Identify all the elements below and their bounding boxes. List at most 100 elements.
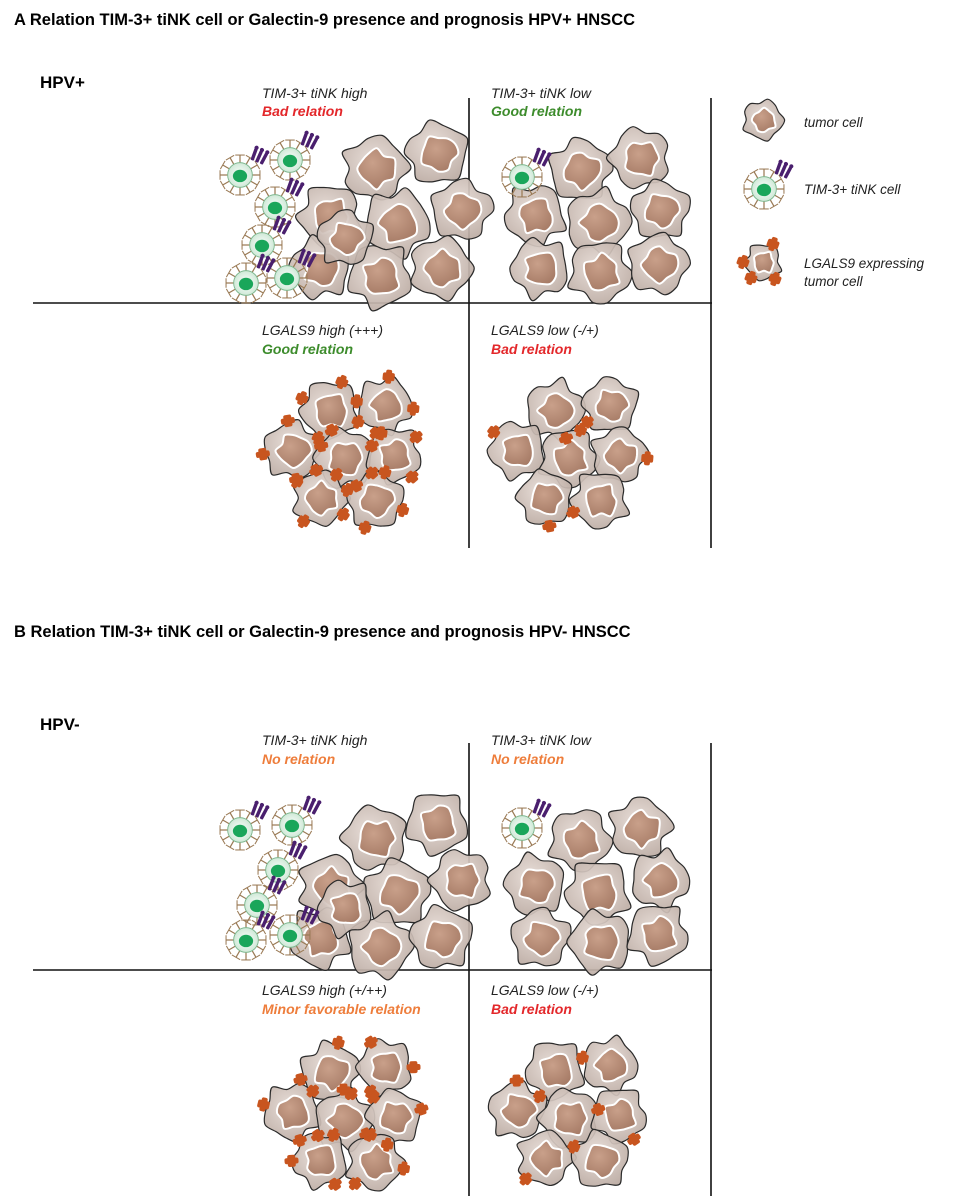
tumor-cell — [354, 1038, 412, 1097]
tumor-cluster-tinK-high — [219, 119, 495, 312]
panel-a-tr-relation: Good relation — [491, 103, 582, 119]
panel-a: A Relation TIM-3+ tiNK cell or Galectin-… — [14, 11, 712, 548]
tumor-cell — [363, 857, 432, 924]
galectin-9-marker — [293, 1073, 308, 1086]
galectin-9-marker — [324, 423, 339, 437]
galectin-9-marker — [378, 465, 392, 480]
tim3-receptor — [300, 905, 320, 925]
tumor-cell — [341, 134, 412, 201]
galectin-9-marker — [533, 1089, 547, 1104]
panel-b-tr-condition: TIM-3+ tiNK low — [491, 732, 592, 748]
panel-b-br-relation: Bad relation — [491, 1001, 572, 1017]
panel-b-tl-condition: TIM-3+ tiNK high — [262, 732, 368, 748]
galectin-9-marker — [766, 236, 780, 252]
tim3-receptor — [302, 795, 322, 815]
panel-b-title: B Relation TIM-3+ tiNK cell or Galectin-… — [14, 623, 631, 641]
galectin-9-marker — [380, 1137, 394, 1152]
tim3-receptor — [288, 840, 308, 860]
galectin-9-marker — [336, 507, 350, 522]
galectin-9-marker — [311, 1129, 325, 1142]
legend-lgals9-cell-icon — [736, 236, 783, 287]
tim3-receptor — [285, 177, 305, 197]
tumor-cell — [514, 468, 573, 525]
tumor-cell — [626, 905, 689, 967]
tumor-cell — [566, 908, 630, 976]
tumor-cell — [364, 187, 431, 260]
tumor-cluster-lgals9-low — [486, 376, 654, 533]
legend-tumor-cell-icon — [742, 98, 786, 142]
panel-a-br-condition: LGALS9 low (-/+) — [491, 322, 599, 338]
panel-a-bl-condition: LGALS9 high (+++) — [262, 322, 383, 338]
tumor-cell — [568, 473, 631, 530]
panel-b-bl-condition: LGALS9 high (+/++) — [262, 982, 387, 998]
tumor-cell — [486, 420, 545, 482]
galectin-9-marker — [292, 1134, 307, 1147]
tim3-nk-cell — [219, 145, 270, 196]
tim3-nk-cell — [266, 248, 317, 299]
tim3-receptor — [297, 248, 317, 268]
galectin-9-marker — [414, 1102, 429, 1116]
tumor-cell — [524, 1042, 586, 1102]
galectin-9-marker — [297, 514, 310, 528]
galectin-9-marker — [558, 431, 574, 445]
galectin-9-marker — [327, 1127, 340, 1142]
galectin-9-marker — [351, 414, 365, 429]
galectin-9-marker — [519, 1172, 533, 1186]
legend-tumor-cell-label: tumor cell — [804, 115, 864, 130]
tumor-cell — [316, 209, 375, 265]
galectin-9-marker — [255, 447, 270, 461]
tumor-cluster-lgals9-high — [257, 1035, 429, 1192]
tumor-cell — [405, 794, 469, 857]
panel-b-tl-relation: No relation — [262, 751, 335, 767]
tumor-cell — [580, 376, 640, 431]
galectin-9-marker — [744, 270, 758, 286]
tumor-cell — [629, 178, 691, 238]
galectin-9-marker — [591, 1103, 606, 1116]
panel-a-tl-relation: Bad relation — [262, 103, 343, 119]
galectin-9-marker — [358, 520, 372, 535]
tumor-cluster-tinK-low — [501, 796, 691, 976]
panel-a-title: A Relation TIM-3+ tiNK cell or Galectin-… — [14, 11, 635, 29]
galectin-9-marker — [641, 451, 654, 466]
tumor-cell — [742, 98, 786, 142]
tumor-cluster-lgals9-low — [487, 1034, 647, 1187]
galectin-9-marker — [574, 422, 587, 437]
galectin-9-marker — [309, 463, 324, 477]
tumor-cell — [527, 376, 587, 443]
galectin-9-marker — [768, 271, 782, 287]
galectin-9-marker — [350, 394, 363, 409]
galectin-9-marker — [364, 439, 379, 453]
galectin-9-marker — [369, 426, 383, 440]
galectin-9-marker — [627, 1132, 641, 1146]
galectin-9-marker — [257, 1097, 270, 1112]
tim3-receptor — [300, 130, 320, 150]
tumor-cell — [516, 1129, 577, 1187]
panel-b: B Relation TIM-3+ tiNK cell or Galectin-… — [14, 623, 712, 1196]
tim3-nk-cell — [501, 798, 552, 849]
tumor-cell — [502, 851, 565, 916]
panel-a-bl-relation: Good relation — [262, 341, 353, 357]
galectin-9-marker — [509, 1074, 524, 1087]
panel-a-tr-condition: TIM-3+ tiNK low — [491, 85, 592, 101]
tim3-nk-cell — [241, 215, 292, 266]
tumor-cell — [537, 429, 601, 489]
tumor-cell — [403, 119, 469, 183]
panel-a-tl-condition: TIM-3+ tiNK high — [262, 85, 368, 101]
tumor-cluster-tinK-high — [219, 794, 491, 981]
galectin-9-marker — [280, 414, 295, 428]
tim3-nk-cell — [225, 253, 276, 304]
tumor-cell — [567, 185, 633, 258]
galectin-9-marker — [406, 1061, 421, 1074]
galectin-9-marker — [335, 374, 349, 390]
tumor-cell — [583, 1034, 639, 1097]
tumor-cell — [590, 426, 650, 483]
tim3-nk-cell — [743, 159, 794, 210]
tumor-cell — [263, 419, 323, 479]
tumor-cell — [430, 177, 495, 240]
tim3-nk-cell — [269, 905, 320, 956]
tumor-cell — [607, 796, 675, 858]
galectin-9-marker — [314, 439, 329, 453]
legend-nk-cell-label: TIM-3+ tiNK cell — [804, 182, 901, 197]
galectin-9-marker — [336, 1083, 351, 1096]
tumor-cell — [627, 231, 691, 296]
